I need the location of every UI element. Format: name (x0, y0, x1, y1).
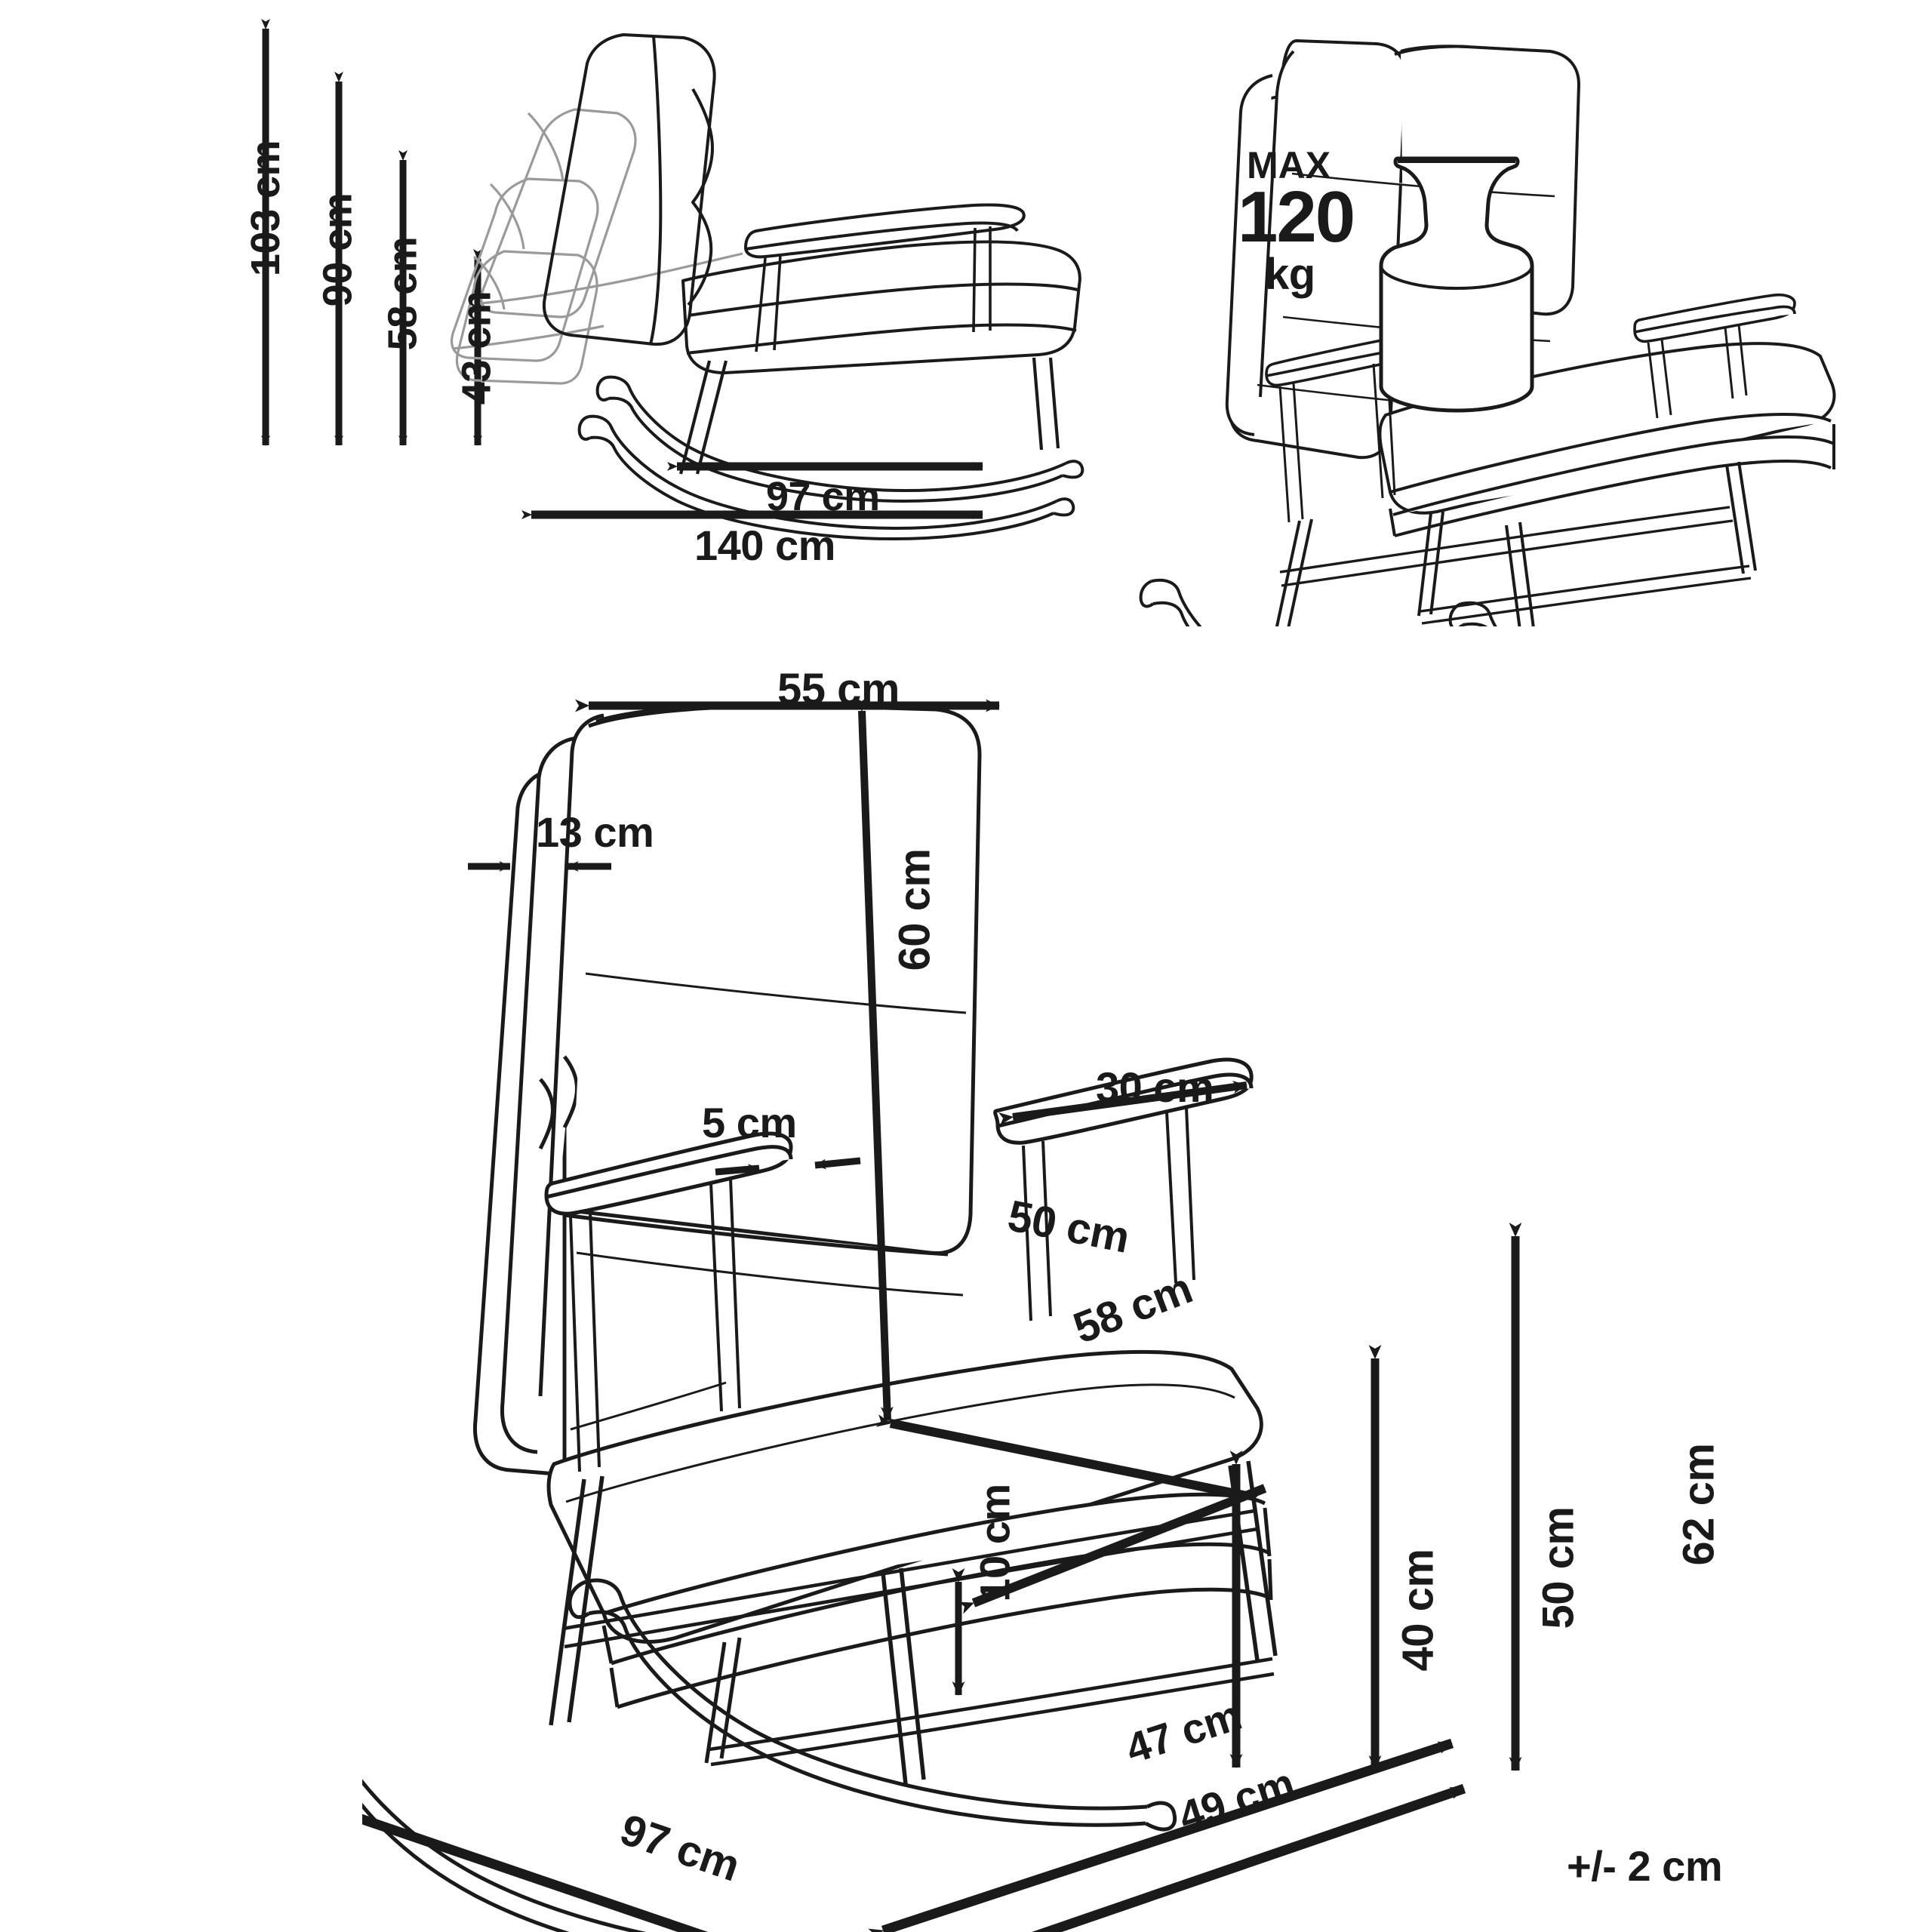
dim-label-90cm: 90 cm (315, 192, 361, 307)
dim-label-10cm: 10 cm (971, 1484, 1019, 1602)
perspective-view-group (1139, 39, 1836, 626)
dim-label-60cm: 60 cm (890, 848, 940, 971)
main-right-vertical-arrows (1229, 1223, 1522, 1771)
dim-arrow-97cm-main (362, 1786, 831, 1932)
side-view-backrest (542, 33, 716, 346)
perspective-seat (1378, 342, 1836, 537)
dim-label-103cm: 103 cm (243, 140, 289, 277)
tolerance-note: +/- 2 cm (1567, 1842, 1723, 1890)
dim-arrow-58cm (958, 1484, 1267, 1614)
dim-label-55cm: 55 cm (777, 665, 900, 714)
dim-label-58cm: 58 cm (380, 236, 426, 351)
side-view-vertical-arrows (261, 19, 482, 446)
dim-label-13cm: 13 cm (536, 808, 654, 856)
side-view-rocker-frame (577, 357, 1084, 540)
side-view-armrest (744, 203, 1026, 352)
side-view-group (261, 19, 1084, 540)
dim-arrow-49cm (860, 1783, 1466, 1932)
dim-label-140cm: 140 cm (694, 521, 835, 569)
dim-label-62cm: 62 cm (1674, 1443, 1724, 1566)
load-badge-value: 120 (1238, 177, 1355, 257)
dim-label-50cm-height: 50 cm (1534, 1506, 1583, 1629)
dim-arrow-5cm (715, 1157, 861, 1176)
perspective-rocker-frame (1139, 461, 1757, 626)
dim-arrow-47cm (868, 1738, 1454, 1932)
dim-label-43cm: 43 cm (454, 291, 500, 405)
load-badge-max-label: MAX (1247, 144, 1331, 186)
dim-label-5cm: 5 cm (702, 1099, 797, 1146)
dim-arrow-60cm (854, 697, 894, 1421)
dim-label-40cm: 40 cm (1393, 1549, 1443, 1672)
side-view-seat (681, 240, 1081, 374)
load-badge-weight-icon (1379, 156, 1534, 413)
load-badge-unit: kg (1265, 250, 1315, 299)
dim-label-30cm: 30 cm (1096, 1063, 1214, 1111)
dim-arrow-30cm (998, 1080, 1247, 1125)
dim-arrow-50cm-depth (875, 1414, 1248, 1500)
dim-label-97cm-side: 97 cm (766, 474, 880, 519)
main-view-group (362, 697, 1522, 1932)
main-armrest-left (544, 1131, 793, 1472)
recline-ghost-positions (451, 108, 743, 385)
